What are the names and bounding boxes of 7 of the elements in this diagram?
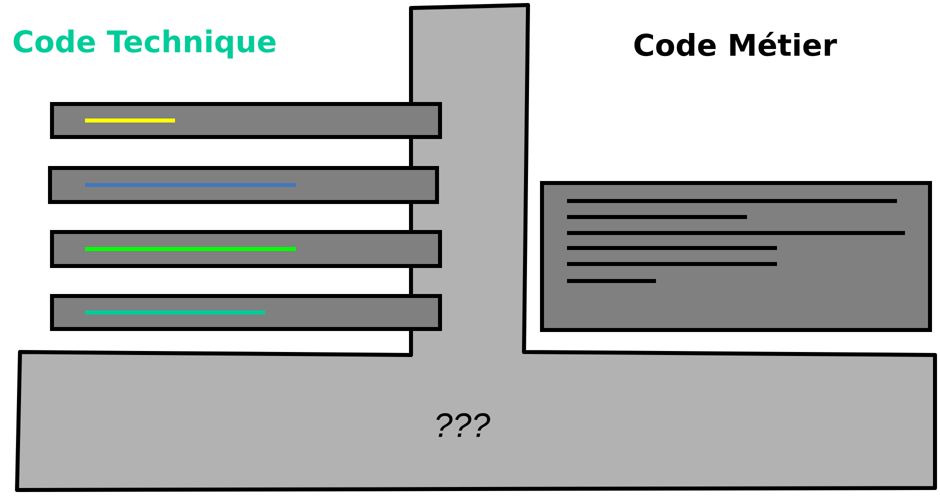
- code-bar: [50, 230, 442, 268]
- code-bar: [48, 166, 439, 204]
- code-bar: [50, 102, 442, 139]
- heading: Code Métier: [634, 32, 837, 56]
- code-box: [540, 181, 932, 332]
- code-bar: [50, 294, 442, 331]
- heading: Code Technique: [14, 30, 276, 58]
